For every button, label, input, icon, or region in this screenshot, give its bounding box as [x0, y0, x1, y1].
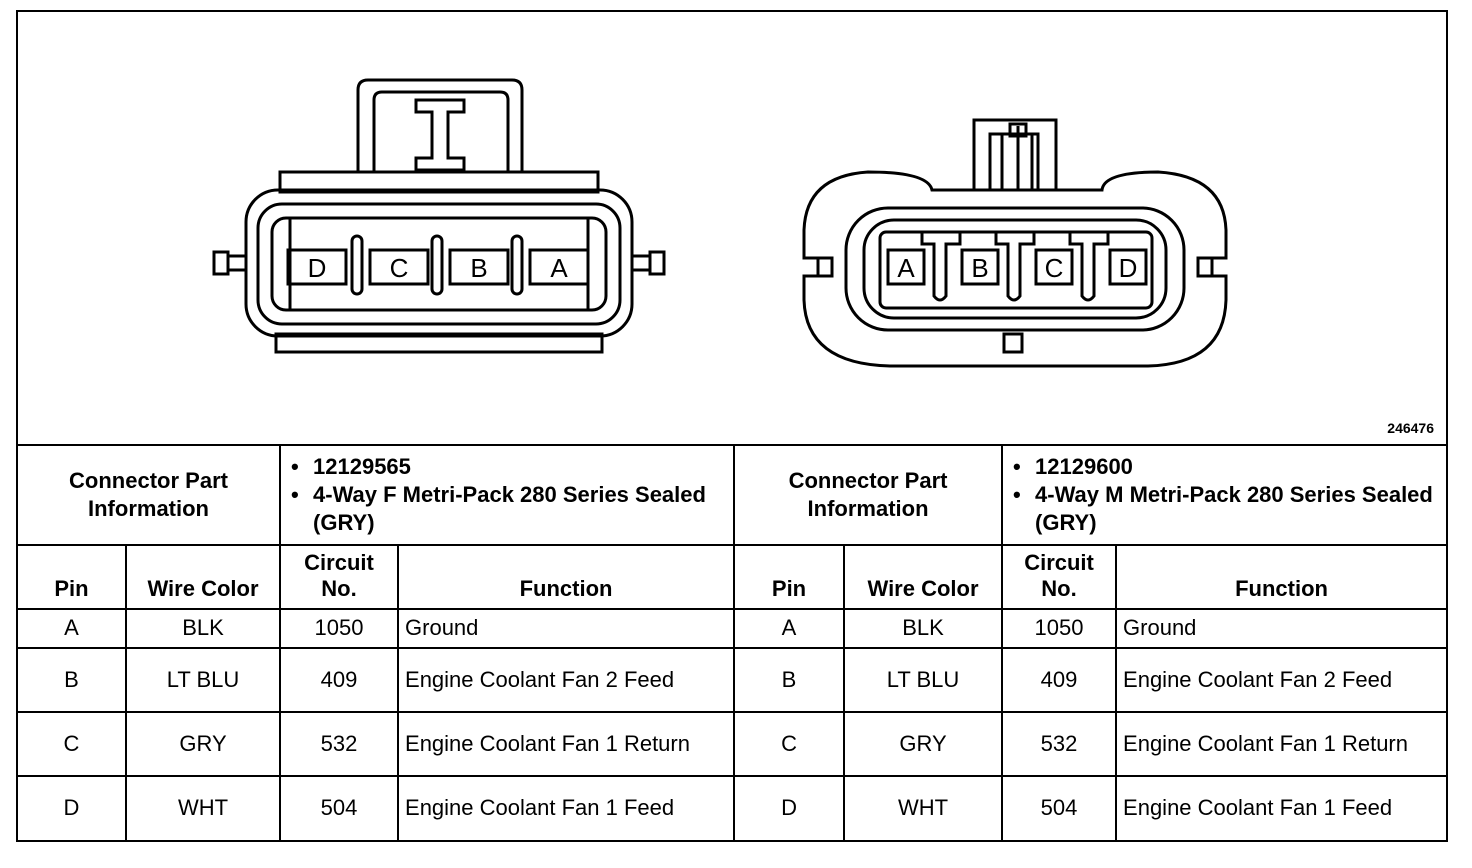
- circuit-cell: 409: [1001, 646, 1118, 713]
- connector-diagram: D C B A A B C D: [212, 78, 1228, 368]
- left-connector-drawing: [212, 78, 666, 354]
- pin-cell: D: [18, 774, 127, 840]
- right-part-number: 12129600: [1009, 453, 1440, 481]
- function-cell: Engine Coolant Fan 2 Feed: [397, 646, 736, 713]
- wire-color-cell: LT BLU: [843, 646, 1004, 713]
- right-pin-label-4: D: [1119, 253, 1138, 283]
- column-header-row: Pin Wire Color Circuit No. Function Pin …: [18, 544, 1447, 610]
- pin-cell: B: [18, 646, 127, 713]
- pin-cell: C: [18, 710, 127, 777]
- pin-cell: D: [733, 774, 846, 840]
- function-cell: Ground: [1115, 608, 1447, 649]
- table-row: D WHT 504 Engine Coolant Fan 1 Feed D WH…: [18, 774, 1447, 840]
- table-row: B LT BLU 409 Engine Coolant Fan 2 Feed B…: [18, 646, 1447, 713]
- function-cell: Engine Coolant Fan 1 Feed: [397, 774, 736, 840]
- circuit-cell: 409: [279, 646, 400, 713]
- circuit-cell: 1050: [1001, 608, 1118, 649]
- connector-end-view-frame: D C B A A B C D 246476 Connector Part In…: [16, 10, 1448, 842]
- circuit-cell: 504: [1001, 774, 1118, 840]
- part-info-row: Connector Part Information 12129565 4-Wa…: [18, 443, 1447, 547]
- left-part-description: 4-Way F Metri-Pack 280 Series Sealed (GR…: [287, 481, 727, 537]
- header-function: Function: [397, 544, 736, 610]
- left-pin-label-1: D: [308, 253, 327, 283]
- figure-id: 246476: [1387, 420, 1434, 436]
- right-pin-label-2: B: [971, 253, 988, 283]
- circuit-cell: 532: [279, 710, 400, 777]
- header-pin: Pin: [18, 544, 127, 610]
- wire-color-cell: BLK: [843, 608, 1004, 649]
- left-pin-label-4: A: [550, 253, 568, 283]
- table-row: C GRY 532 Engine Coolant Fan 1 Return C …: [18, 710, 1447, 777]
- wire-color-cell: WHT: [843, 774, 1004, 840]
- circuit-cell: 504: [279, 774, 400, 840]
- circuit-cell: 1050: [279, 608, 400, 649]
- header-wire-color: Wire Color: [124, 544, 282, 610]
- header-wire-color: Wire Color: [843, 544, 1004, 610]
- header-circuit-no: Circuit No.: [279, 544, 400, 610]
- right-pin-label-1: A: [897, 253, 915, 283]
- pin-cell: A: [733, 608, 846, 649]
- pin-cell: A: [18, 608, 127, 649]
- table-row: A BLK 1050 Ground A BLK 1050 Ground: [18, 608, 1447, 649]
- wire-color-cell: BLK: [124, 608, 282, 649]
- pin-cell: B: [733, 646, 846, 713]
- wire-color-cell: LT BLU: [124, 646, 282, 713]
- right-pin-label-3: C: [1045, 253, 1064, 283]
- pinout-rows: A BLK 1050 Ground A BLK 1050 Ground B LT…: [18, 608, 1447, 840]
- wire-color-cell: GRY: [124, 710, 282, 777]
- header-pin: Pin: [733, 544, 846, 610]
- left-connector-part-info: 12129565 4-Way F Metri-Pack 280 Series S…: [279, 443, 736, 547]
- left-pin-label-3: B: [470, 253, 487, 283]
- function-cell: Engine Coolant Fan 2 Feed: [1115, 646, 1447, 713]
- function-cell: Engine Coolant Fan 1 Return: [1115, 710, 1447, 777]
- connector-pinout-table: Connector Part Information 12129565 4-Wa…: [18, 443, 1447, 840]
- right-connector-drawing: [802, 118, 1228, 368]
- right-part-description: 4-Way M Metri-Pack 280 Series Sealed (GR…: [1009, 481, 1440, 537]
- function-cell: Ground: [397, 608, 736, 649]
- wire-color-cell: WHT: [124, 774, 282, 840]
- header-circuit-no: Circuit No.: [1001, 544, 1118, 610]
- header-function: Function: [1115, 544, 1447, 610]
- function-cell: Engine Coolant Fan 1 Feed: [1115, 774, 1447, 840]
- left-part-number: 12129565: [287, 453, 727, 481]
- right-connector-info-label: Connector Part Information: [733, 443, 1004, 547]
- pin-cell: C: [733, 710, 846, 777]
- circuit-cell: 532: [1001, 710, 1118, 777]
- left-connector-info-label: Connector Part Information: [18, 443, 282, 547]
- wire-color-cell: GRY: [843, 710, 1004, 777]
- left-pin-label-2: C: [390, 253, 409, 283]
- right-connector-part-info: 12129600 4-Way M Metri-Pack 280 Series S…: [1001, 443, 1447, 547]
- function-cell: Engine Coolant Fan 1 Return: [397, 710, 736, 777]
